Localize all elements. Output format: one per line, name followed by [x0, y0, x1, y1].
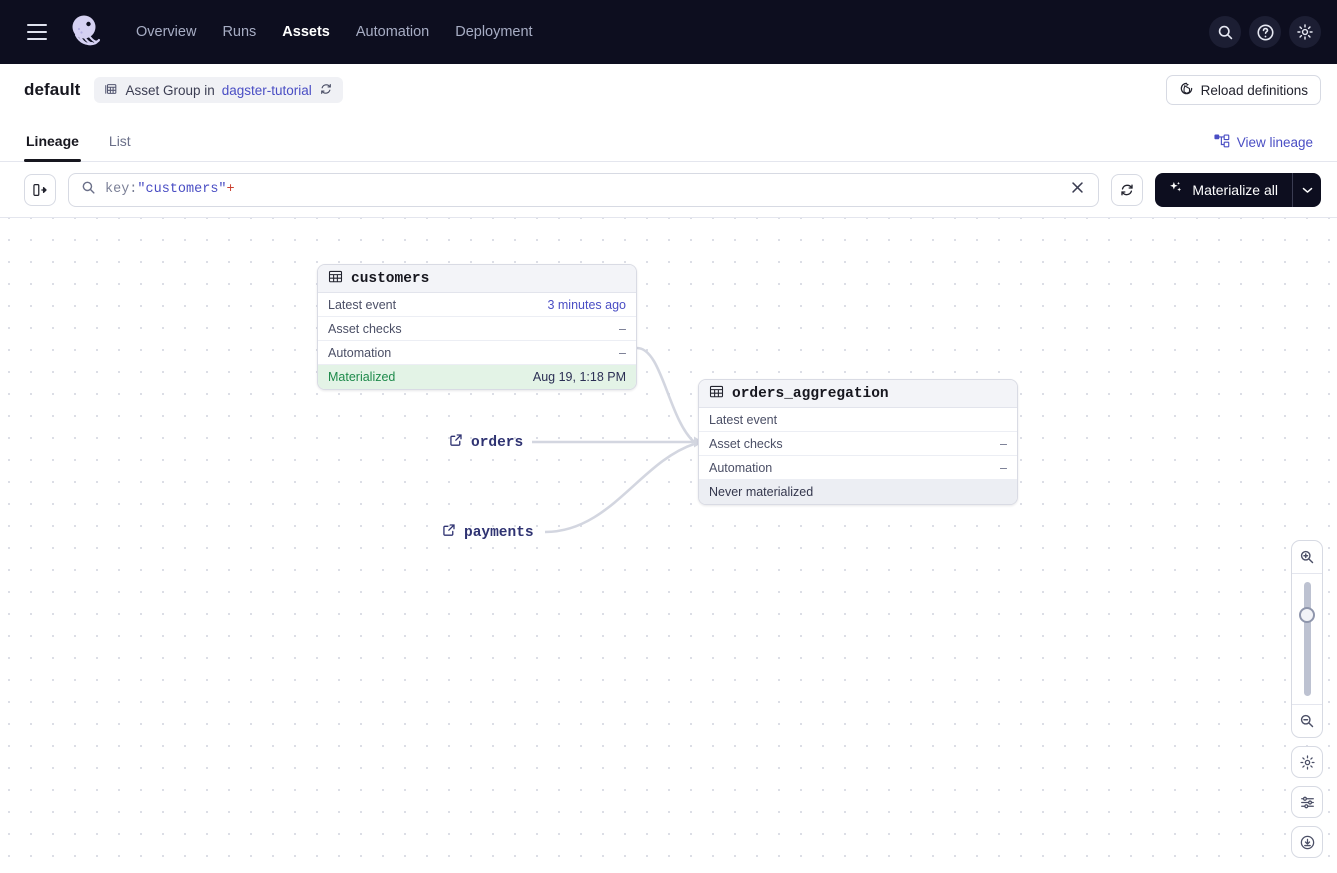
lineage-graph-canvas[interactable]: customers Latest event 3 minutes ago Ass… [0, 218, 1337, 873]
nav-link-assets[interactable]: Assets [282, 24, 330, 40]
materialize-all-main[interactable]: Materialize all [1155, 173, 1292, 207]
zoom-level-slider[interactable] [1292, 574, 1322, 704]
materialize-divider [1292, 172, 1293, 207]
asset-node-row-automation: Automation – [699, 456, 1017, 480]
external-asset-payments[interactable]: payments [442, 523, 534, 542]
table-icon [709, 384, 724, 404]
asset-node-title: orders_aggregation [732, 385, 889, 402]
status-timestamp[interactable]: Aug 19, 1:18 PM [532, 370, 626, 384]
divider [1292, 573, 1322, 574]
zoom-controls [1291, 540, 1323, 858]
search-query-key: key: [105, 182, 138, 197]
asset-node-status-never-materialized: Never materialized [699, 480, 1017, 504]
asset-node-customers[interactable]: customers Latest event 3 minutes ago Ass… [317, 264, 637, 390]
row-label: Automation [328, 345, 392, 360]
reload-definitions-label: Reload definitions [1200, 82, 1308, 98]
row-label: Asset checks [328, 321, 402, 336]
materialize-all-button[interactable]: Materialize all [1155, 172, 1321, 207]
gear-icon[interactable] [1289, 16, 1321, 48]
nav-link-automation[interactable]: Automation [355, 24, 430, 40]
nav-link-runs[interactable]: Runs [222, 24, 257, 40]
asset-node-row-asset-checks: Asset checks – [699, 432, 1017, 456]
row-label: Automation [709, 460, 773, 475]
asset-node-row-latest-event: Latest event [699, 408, 1017, 432]
status-label: Materialized [328, 370, 396, 384]
hamburger-menu-icon[interactable] [20, 15, 54, 49]
zoom-slider-thumb[interactable] [1299, 607, 1315, 623]
table-icon [328, 269, 343, 289]
view-lineage-label: View lineage [1236, 135, 1313, 150]
help-circle-icon[interactable] [1249, 16, 1281, 48]
asset-group-icon [104, 82, 118, 99]
refresh-icon[interactable] [1111, 173, 1144, 206]
nav-actions [1209, 0, 1321, 64]
external-asset-label: payments [464, 524, 534, 541]
asset-node-orders-aggregation[interactable]: orders_aggregation Latest event Asset ch… [698, 379, 1018, 505]
reload-definitions-icon [1179, 81, 1194, 99]
row-value: – [1000, 460, 1007, 475]
zoom-slider-track[interactable] [1303, 582, 1311, 696]
row-value[interactable]: 3 minutes ago [547, 297, 626, 312]
graph-settings-gear-icon[interactable] [1291, 746, 1323, 778]
asset-node-row-asset-checks: Asset checks – [318, 317, 636, 341]
reload-icon[interactable] [319, 82, 333, 99]
download-target-icon[interactable] [1291, 826, 1323, 858]
top-navigation-bar: Overview Runs Assets Automation Deployme… [0, 0, 1337, 64]
materialize-all-label: Materialize all [1192, 181, 1278, 198]
page-title: default [24, 80, 81, 99]
asset-group-pill[interactable]: Asset Group in dagster-tutorial [94, 77, 343, 103]
sparkle-icon [1168, 180, 1184, 199]
zoom-out-icon[interactable] [1292, 705, 1322, 737]
divider [1292, 704, 1322, 705]
row-value: – [619, 345, 626, 360]
chevron-down-icon[interactable] [1293, 173, 1321, 207]
zoom-in-icon[interactable] [1292, 541, 1322, 573]
tab-bar: Lineage List View lineage [0, 116, 1337, 162]
view-lineage-button[interactable]: View lineage [1214, 134, 1313, 151]
lineage-icon [1214, 134, 1230, 151]
asset-node-row-latest-event: Latest event 3 minutes ago [318, 293, 636, 317]
panel-expand-icon[interactable] [24, 173, 56, 206]
search-input[interactable]: key:"customers"+ [68, 172, 1100, 207]
asset-node-row-automation: Automation – [318, 341, 636, 365]
nav-links: Overview Runs Assets Automation Deployme… [136, 24, 533, 40]
external-asset-orders[interactable]: orders [449, 433, 523, 452]
row-label: Latest event [328, 297, 397, 312]
nav-link-deployment[interactable]: Deployment [455, 24, 533, 40]
tab-lineage[interactable]: Lineage [24, 133, 81, 162]
row-value: – [619, 321, 626, 336]
row-label: Asset checks [709, 436, 783, 451]
asset-node-header: orders_aggregation [699, 380, 1017, 408]
close-icon[interactable] [1067, 181, 1088, 198]
asset-node-header: customers [318, 265, 636, 293]
search-query: key:"customers"+ [105, 182, 235, 197]
external-asset-label: orders [471, 434, 524, 451]
zoom-slider-group [1291, 540, 1323, 738]
graph-toolbar: key:"customers"+ [0, 162, 1337, 218]
reload-definitions-button[interactable]: Reload definitions [1165, 75, 1321, 105]
nav-link-overview[interactable]: Overview [136, 24, 197, 40]
row-value: – [1000, 436, 1007, 451]
search-query-operator: + [226, 182, 235, 197]
asset-node-status-materialized: Materialized Aug 19, 1:18 PM [318, 365, 636, 389]
tab-list[interactable]: List [108, 133, 131, 149]
external-link-icon [449, 433, 463, 452]
status-label: Never materialized [709, 485, 814, 499]
external-link-icon [442, 523, 456, 542]
page-header: default Asset Group in dagster-tutorial [0, 64, 1337, 116]
search-icon [81, 180, 96, 200]
asset-group-link[interactable]: dagster-tutorial [221, 82, 312, 98]
dagster-logo[interactable] [66, 11, 108, 53]
asset-node-title: customers [351, 270, 430, 287]
graph-filters-sliders-icon[interactable] [1291, 786, 1323, 818]
row-label: Latest event [709, 412, 778, 427]
asset-group-prefix: Asset Group in [125, 82, 215, 98]
search-query-value: "customers" [137, 182, 227, 197]
graph-edges [532, 346, 703, 534]
search-icon[interactable] [1209, 16, 1241, 48]
